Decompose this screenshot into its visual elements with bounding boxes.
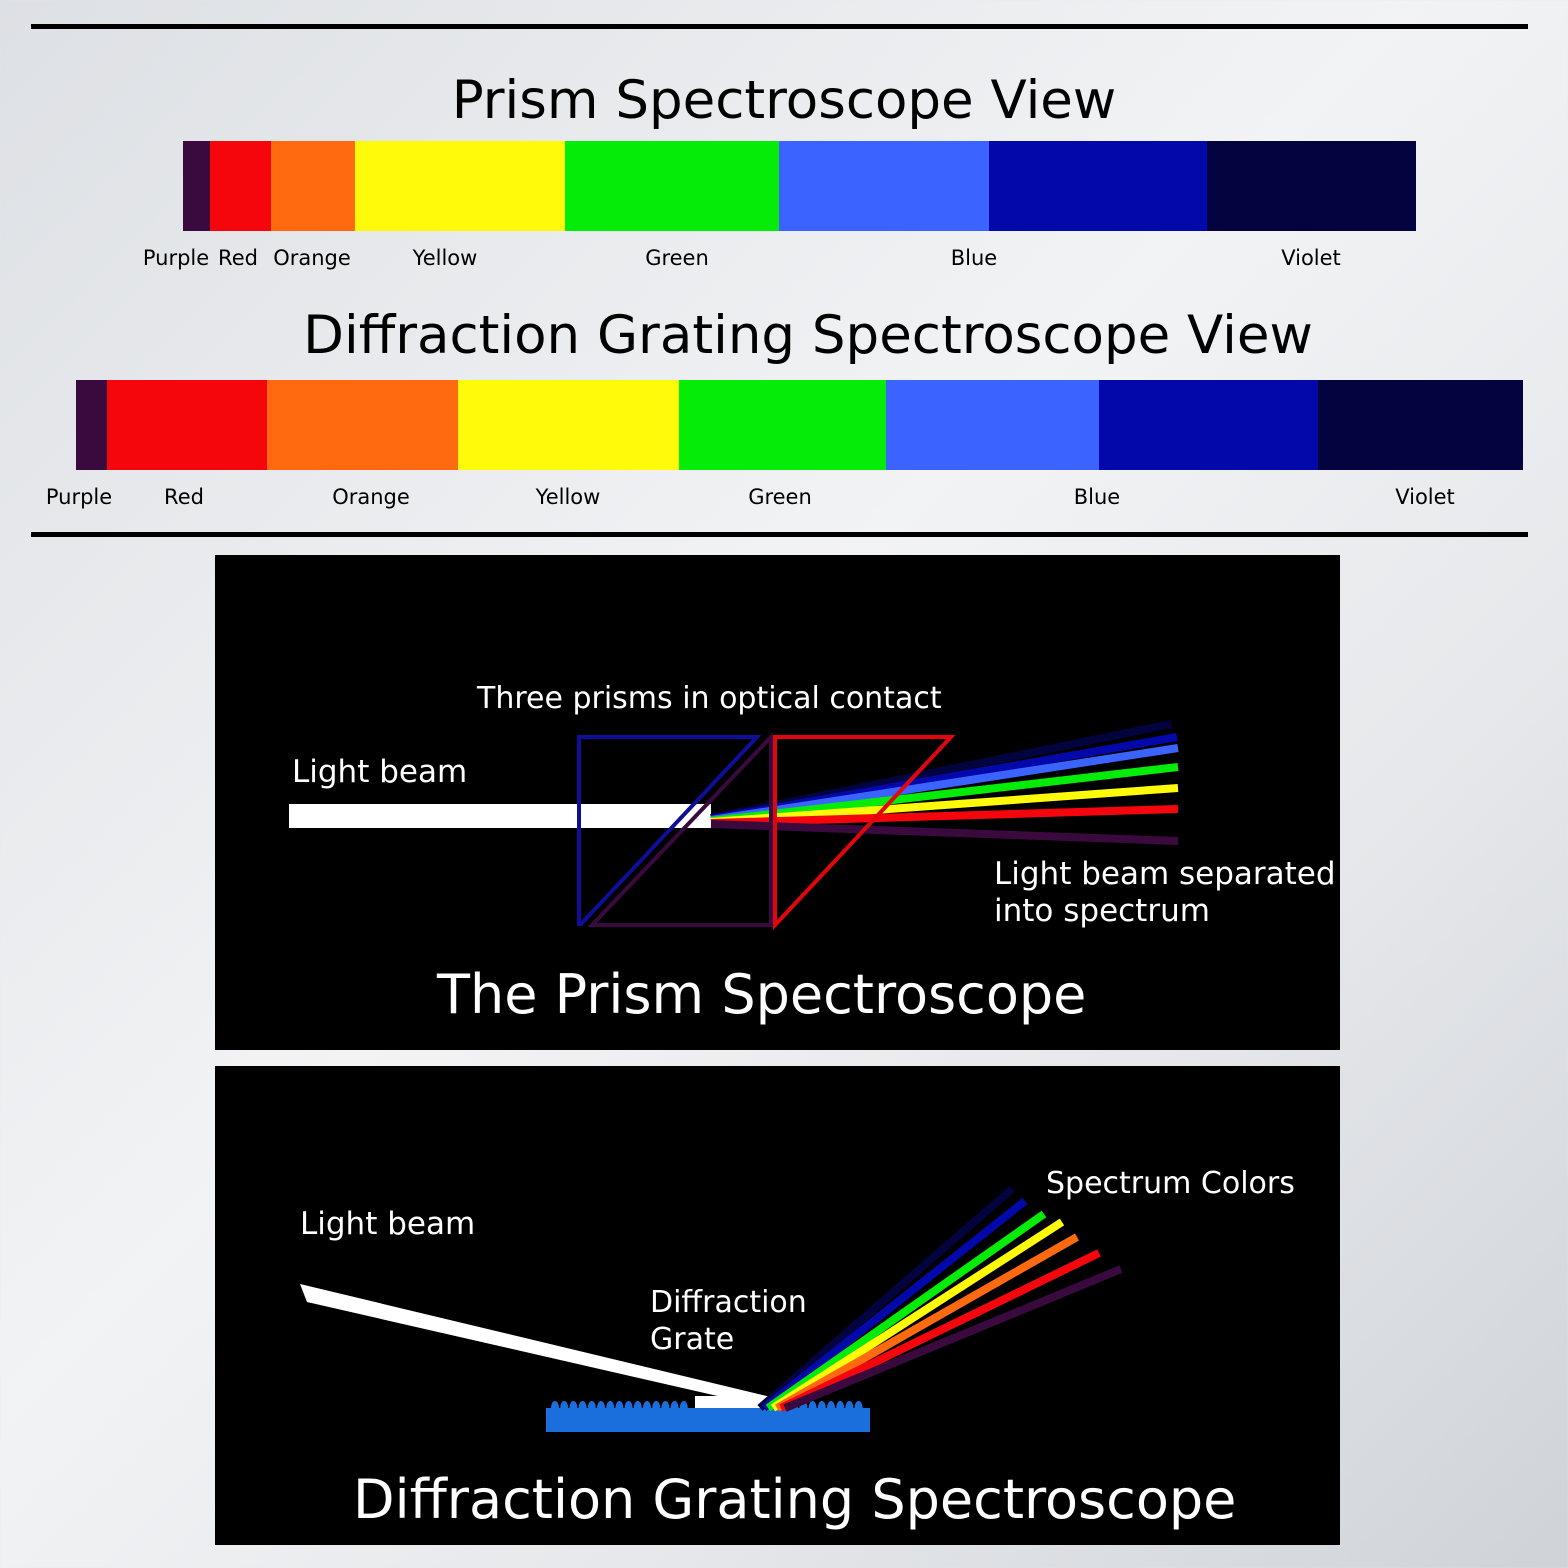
grating-ray-purple — [783, 1265, 1123, 1412]
grating-ridge — [606, 1401, 615, 1415]
prism-label-red: Red — [218, 246, 258, 270]
grating-band-red — [107, 380, 267, 470]
prism-band-yellow — [355, 141, 565, 231]
grating-label-blue: Blue — [1073, 485, 1121, 509]
prism-band-purple — [183, 141, 210, 231]
prism-ray-red — [710, 805, 1179, 827]
grating-label-purple: Purple — [45, 485, 113, 509]
grating-label-grate-line2: Grate — [650, 1322, 734, 1357]
grating-diagram-panel: Light beam Diffraction Grate Spectrum Co… — [215, 1066, 1340, 1545]
prism-label-separated-line1: Light beam separated — [994, 856, 1336, 892]
grating-label-light-beam: Light beam — [300, 1206, 475, 1242]
grating-ridge — [587, 1401, 596, 1415]
grating-band-yellow — [458, 380, 679, 470]
grating-ridge — [808, 1401, 817, 1415]
grating-band-deep-blue — [1099, 380, 1318, 470]
grating-diagram: Light beam Diffraction Grate Spectrum Co… — [300, 1166, 1295, 1531]
grating-ray-violet — [757, 1185, 1015, 1412]
prism-3-outline — [773, 735, 956, 931]
grating-ridge — [817, 1401, 826, 1415]
grating-label-orange: Orange — [332, 485, 410, 509]
grating-spectrum-band — [76, 380, 1523, 470]
grating-ridge — [597, 1401, 605, 1415]
grating-ridge — [578, 1401, 587, 1415]
grating-ridge — [661, 1401, 670, 1415]
grating-light-beam — [300, 1284, 775, 1408]
grating-ray-yellow — [770, 1218, 1065, 1412]
prism-ray-yellow — [710, 784, 1179, 826]
prism-1-outline — [577, 735, 762, 926]
grating-ridge — [854, 1401, 863, 1415]
grating-ridge — [560, 1401, 569, 1415]
prism-label-violet: Violet — [1281, 246, 1341, 270]
prism-panel-title: The Prism Spectroscope — [436, 963, 1086, 1026]
grating-ridge — [569, 1401, 578, 1415]
grating-ridge — [670, 1401, 679, 1415]
prism-diagram: Three prisms in optical contact Light be… — [289, 681, 1336, 1026]
grating-band-green — [679, 380, 886, 470]
prism-label-purple: Purple — [142, 246, 210, 270]
prism-view-title: Prism Spectroscope View — [451, 70, 1117, 131]
grating-label-green: Green — [748, 485, 812, 509]
prism-label-separated-line2: into spectrum — [994, 893, 1210, 929]
prism-light-beam — [289, 804, 711, 828]
grating-ray-deep-blue — [761, 1197, 1028, 1412]
prism-label-orange: Orange — [273, 246, 351, 270]
grating-label-grate-line1: Diffraction — [650, 1285, 807, 1320]
grating-ridge — [845, 1401, 854, 1415]
grating-ridge — [615, 1401, 624, 1415]
grating-ray-orange — [775, 1233, 1079, 1412]
prism-ray-purple — [710, 820, 1179, 845]
grating-label-red: Red — [164, 485, 204, 509]
grating-view-title: Diffraction Grating Spectroscope View — [303, 305, 1313, 366]
grating-ray-green — [765, 1210, 1047, 1412]
grating-band-orange — [267, 380, 458, 470]
grating-ray-red — [779, 1249, 1101, 1412]
top-divider — [31, 24, 1528, 29]
grating-label-violet: Violet — [1395, 485, 1455, 509]
prism-band-orange — [271, 141, 355, 231]
grating-ridge — [836, 1401, 845, 1415]
grating-band-purple — [76, 380, 107, 470]
prism-band-deep-blue — [989, 141, 1207, 231]
prism-label-green: Green — [645, 246, 709, 270]
grating-ridge — [624, 1401, 633, 1415]
grating-ridge — [827, 1401, 835, 1415]
grating-diffracted-rays — [757, 1185, 1123, 1412]
prism-label-blue: Blue — [950, 246, 998, 270]
grating-band-violet — [1318, 380, 1523, 470]
middle-divider — [31, 532, 1528, 537]
grating-ridge — [679, 1401, 688, 1415]
grating-band-blue — [886, 380, 1099, 470]
grating-ridge — [551, 1401, 559, 1415]
prism-dispersed-rays — [710, 720, 1179, 845]
grating-label-yellow: Yellow — [535, 485, 601, 509]
grating-beam-spot — [695, 1396, 770, 1408]
prism-spectrum-band — [183, 141, 1416, 231]
prism-band-green — [565, 141, 779, 231]
prism-band-violet — [1207, 141, 1416, 231]
prism-label-three-prisms: Three prisms in optical contact — [476, 681, 942, 716]
grating-ridge — [652, 1401, 661, 1415]
prism-label-light-beam: Light beam — [292, 754, 467, 790]
prism-2-outline — [587, 731, 773, 927]
grating-label-spectrum-colors: Spectrum Colors — [1046, 1166, 1295, 1201]
prism-label-yellow: Yellow — [412, 246, 478, 270]
grating-ridge — [633, 1401, 642, 1415]
prism-ray-green — [710, 763, 1179, 825]
grating-panel-title: Diffraction Grating Spectroscope — [353, 1468, 1236, 1531]
prism-diagram-panel: Three prisms in optical contact Light be… — [215, 555, 1340, 1050]
grating-ridge — [643, 1401, 651, 1415]
prism-band-red — [210, 141, 271, 231]
prism-band-blue — [779, 141, 989, 231]
